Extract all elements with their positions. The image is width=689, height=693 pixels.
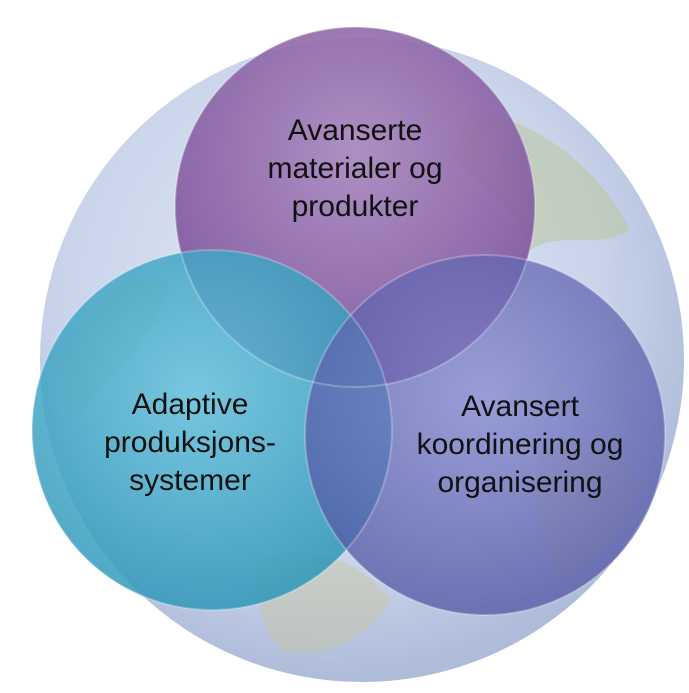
label-line: koordinering og [416, 428, 624, 461]
circle-coordination-rim [304, 254, 666, 616]
circle-production [32, 250, 392, 610]
circle-production-rim [31, 249, 393, 611]
circle-materials-rim [174, 26, 536, 388]
label-production: Adaptive produksjons- systemer [55, 386, 325, 500]
label-line: organisering [437, 466, 603, 499]
circle-coordination [305, 255, 665, 615]
label-line: Avansert [461, 390, 579, 423]
label-materials: Avanserte materialer og produkter [205, 112, 505, 226]
label-line: produksjons- [104, 426, 276, 459]
label-line: Adaptive [131, 388, 249, 421]
label-coordination: Avansert koordinering og organisering [395, 388, 645, 502]
label-line: Avanserte [287, 114, 423, 147]
label-line: systemer [129, 464, 251, 497]
label-line: produkter [291, 190, 419, 223]
label-line: materialer og [267, 152, 443, 185]
